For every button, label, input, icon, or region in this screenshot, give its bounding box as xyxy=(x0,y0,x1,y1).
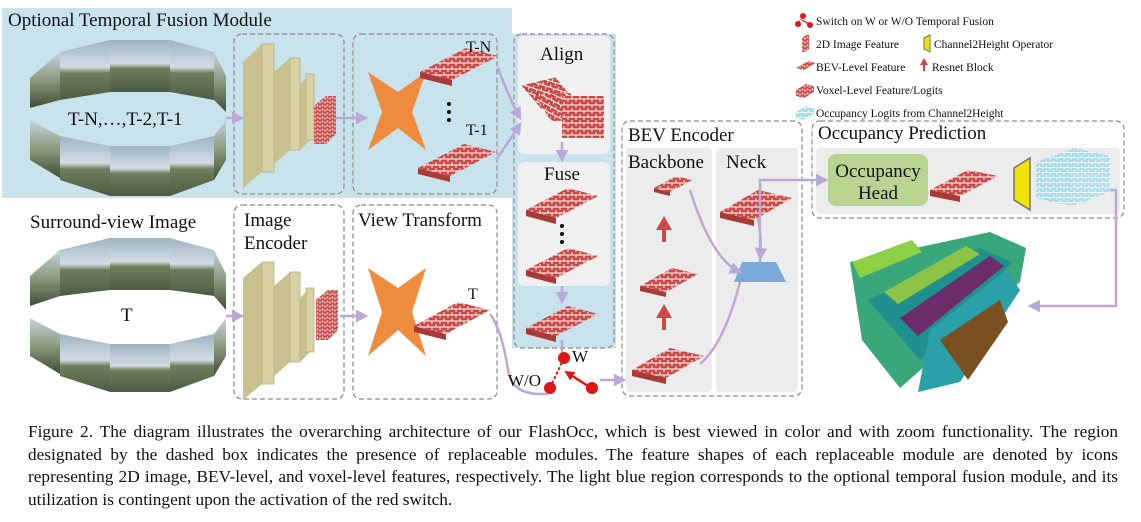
legend-voxel-icon xyxy=(796,84,814,98)
legend-2d-label: 2D Image Feature xyxy=(816,39,899,51)
switch-wo-label: W/O xyxy=(508,371,541,390)
neck-fusion-icon xyxy=(734,262,786,282)
align-fuse-box xyxy=(513,33,615,349)
surround-view-title: Surround-view Image xyxy=(30,212,196,233)
aligned-features-icon xyxy=(521,77,604,138)
temporal-image-encoder-icon xyxy=(243,43,315,188)
legend-c2h-label: Channel2Height Operator xyxy=(934,39,1053,51)
legend-channel2height-icon xyxy=(923,34,931,53)
neck-feature xyxy=(720,190,792,220)
temporal-module-title: Optional Temporal Fusion Module xyxy=(8,10,272,31)
occupancy-prediction-box xyxy=(811,120,1125,219)
legend-occ-logits-icon xyxy=(796,106,814,120)
occupancy-head-line1: Occupancy xyxy=(835,161,921,182)
legend-2d-feature-icon xyxy=(802,35,809,52)
surround-view-image xyxy=(30,238,226,392)
view-transform-icon-2 xyxy=(398,268,426,356)
legend-resnet-label: Resnet Block xyxy=(932,62,994,74)
fuse-title: Fuse xyxy=(544,164,580,185)
switch-w-label: W xyxy=(572,347,589,366)
neck-title: Neck xyxy=(726,152,767,173)
image-encoder-title-line2: Encoder xyxy=(244,233,308,254)
temporal-switch[interactable] xyxy=(544,352,598,394)
t-1-label: T-1 xyxy=(466,122,488,139)
t-n-label: T-N xyxy=(466,39,492,56)
temporal-view-transform-box xyxy=(352,33,498,195)
channel2height-icon xyxy=(1013,156,1031,212)
legend-switch-label: Switch on W or W/O Temporal Fusion xyxy=(816,16,994,28)
backbone-feature-mid xyxy=(640,268,698,292)
2d-feature-icon xyxy=(316,290,338,340)
architecture-diagram: Optional Temporal Fusion Module T-N,…,T-… xyxy=(2,8,1125,400)
figure-caption: Figure 2. The diagram illustrates the ov… xyxy=(28,422,1118,509)
occupancy-result-render xyxy=(844,228,1028,398)
backbone-feature-large xyxy=(632,348,704,378)
legend-bev-icon xyxy=(796,61,816,70)
image-encoder-icon xyxy=(243,261,315,400)
bev-encoder-title: BEV Encoder xyxy=(628,125,734,146)
fuse-feature-1 xyxy=(526,188,598,218)
view-transform-title: View Transform xyxy=(358,210,482,231)
connections xyxy=(226,67,1118,396)
legend: Switch on W or W/O Temporal Fusion 2D Im… xyxy=(795,13,1053,120)
bev-feature-t1 xyxy=(418,144,496,176)
fused-feature xyxy=(526,306,598,336)
view-transform-icon xyxy=(368,268,398,356)
image-encoder-box xyxy=(233,204,345,400)
switch-icon xyxy=(795,13,813,28)
view-transform-box xyxy=(352,204,498,400)
legend-resnet-icon xyxy=(920,58,928,71)
temporal-view-transform-icon xyxy=(368,72,398,150)
occupancy-head xyxy=(828,154,928,206)
backbone-feature-small xyxy=(654,176,692,192)
backbone-title: Backbone xyxy=(628,152,704,173)
temporal-2d-feature-icon xyxy=(314,96,336,144)
bev-feature-tn xyxy=(420,48,498,80)
legend-bev-label: BEV-Level Feature xyxy=(816,62,905,74)
occupancy-prediction-title: Occupancy Prediction xyxy=(818,123,987,144)
temporal-frames-label: T-N,…,T-2,T-1 xyxy=(68,109,183,130)
t-label: T xyxy=(468,286,478,303)
align-title: Align xyxy=(540,44,584,65)
legend-occ-logits-label: Occupancy Logits from Channel2Height xyxy=(816,108,1004,120)
legend-voxel-label: Voxel-Level Feature/Logits xyxy=(816,85,943,97)
fuse-feature-2 xyxy=(526,248,598,278)
bev-feature-t xyxy=(414,302,490,334)
resnet-arrow-icon xyxy=(656,216,672,330)
occupancy-logits-icon xyxy=(1036,148,1110,206)
bev-encoder-box xyxy=(621,120,803,397)
temporal-surround-image xyxy=(30,40,226,196)
occupancy-head-line2: Head xyxy=(858,183,899,204)
current-frame-label: T xyxy=(121,305,133,326)
occupancy-bev-feature xyxy=(930,170,998,196)
temporal-view-transform-icon-2 xyxy=(398,72,426,150)
image-encoder-title-line1: Image xyxy=(244,210,291,231)
